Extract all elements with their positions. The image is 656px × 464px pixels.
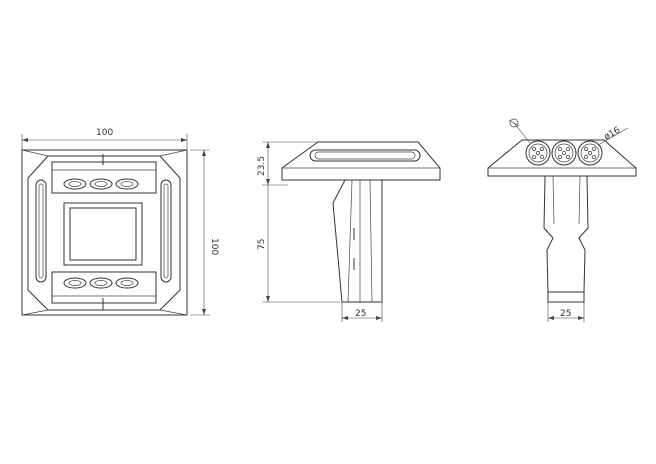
center-panel-inner	[69, 207, 137, 261]
led-cluster-icon	[525, 140, 551, 166]
right-slot	[160, 179, 172, 283]
diameter-leader	[597, 127, 629, 146]
side-cap-height-dimension: 23.5	[257, 141, 320, 186]
front-led-cluster-left	[525, 140, 551, 166]
top-view-height-dimension: 100	[190, 149, 219, 316]
bottom-led-row	[63, 277, 139, 289]
section-marker-icon	[509, 118, 519, 128]
left-slot	[35, 179, 47, 283]
side-stem-width-dimension: 25	[341, 302, 383, 322]
side-stem-height-label: 75	[257, 239, 267, 250]
top-view-height-label: 100	[209, 238, 219, 255]
bottom-reflector-housing	[51, 271, 157, 304]
top-reflector-housing	[51, 161, 157, 194]
led-icon	[89, 277, 113, 289]
top-view: 100 100	[21, 128, 219, 316]
front-led-cluster-right	[577, 140, 603, 166]
side-stem-width-label: 25	[355, 309, 366, 319]
side-reflector-strip	[309, 149, 421, 162]
front-stem-width-label: 25	[560, 309, 571, 319]
side-stem-height-dimension: 75	[257, 185, 340, 303]
led-cluster-icon	[551, 140, 577, 166]
led-icon	[115, 277, 139, 289]
led-icon	[89, 178, 113, 190]
front-view: ø16 25	[487, 118, 637, 322]
front-stem-foot	[547, 291, 585, 303]
center-panel	[63, 202, 143, 266]
led-icon	[63, 178, 87, 190]
top-view-width-dimension: 100	[21, 128, 188, 152]
led-cluster-icon	[577, 140, 603, 166]
led-diameter-label: ø16	[603, 125, 623, 142]
front-stem	[543, 175, 589, 293]
top-view-width-label: 100	[96, 128, 113, 138]
front-cap	[487, 139, 637, 177]
front-stem-width-dimension: 25	[547, 302, 585, 322]
top-view-outer-outline	[21, 149, 188, 316]
front-led-cluster-center	[551, 140, 577, 166]
led-icon	[63, 277, 87, 289]
side-view: 23.5 75 25	[257, 141, 441, 322]
top-led-row	[63, 178, 139, 190]
led-icon	[115, 178, 139, 190]
side-stem	[332, 179, 383, 303]
side-cap-height-label: 23.5	[257, 156, 267, 176]
